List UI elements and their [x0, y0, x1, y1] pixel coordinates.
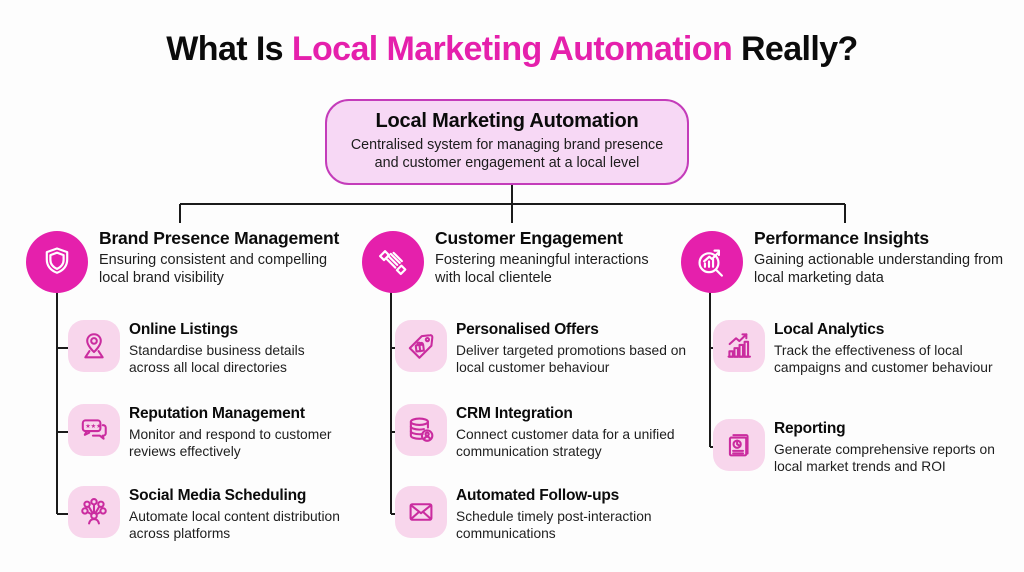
offer-gift-tag-icon — [395, 320, 447, 372]
item-desc: Deliver targeted promotions based on loc… — [456, 342, 687, 375]
review-stars-chat-icon: ★★★ — [68, 404, 120, 456]
branch-desc: Gaining actionable understanding from lo… — [754, 252, 1004, 287]
branch-title: Performance Insights — [754, 228, 929, 248]
item-text: Automated Follow-ups Schedule timely pos… — [456, 486, 688, 542]
handshake-icon — [362, 231, 424, 293]
item-text: Local Analytics Track the effectiveness … — [774, 320, 1002, 376]
item-desc: Automate local content distribution acro… — [129, 508, 340, 541]
branch-header-customer-engagement: Customer Engagement Fostering meaningful… — [362, 228, 677, 293]
item-local-analytics: Local Analytics Track the effectiveness … — [713, 320, 1002, 376]
item-text: Reporting Generate comprehensive reports… — [774, 419, 1002, 475]
item-online-listings: Online Listings Standardise business det… — [68, 320, 341, 376]
svg-text:★★★: ★★★ — [85, 423, 102, 430]
root-node-title: Local Marketing Automation — [375, 110, 639, 132]
item-reporting: Reporting Generate comprehensive reports… — [713, 419, 1002, 475]
item-text: Online Listings Standardise business det… — [129, 320, 341, 376]
root-node: Local Marketing Automation Centralised s… — [325, 99, 689, 186]
item-title: Online Listings — [129, 321, 238, 338]
growth-bar-chart-icon — [713, 320, 765, 372]
item-title: CRM Integration — [456, 405, 573, 422]
page-title-highlight: Local Marketing Automation — [291, 30, 733, 68]
page-title-suffix: Really? — [732, 30, 858, 68]
page-title-prefix: What Is — [166, 30, 292, 68]
item-text: Personalised Offers Deliver targeted pro… — [456, 320, 688, 376]
branch-desc: Fostering meaningful interactions with l… — [435, 252, 649, 287]
branch-desc: Ensuring consistent and compelling local… — [99, 252, 328, 287]
branch-header-brand-presence: Brand Presence Management Ensuring consi… — [26, 228, 356, 293]
item-title: Personalised Offers — [456, 321, 599, 338]
item-desc: Monitor and respond to customer reviews … — [129, 426, 332, 459]
branch-header-text: Performance Insights Gaining actionable … — [754, 228, 1016, 288]
page-title: What Is Local Marketing Automation Reall… — [0, 30, 1024, 69]
item-automated-follow-ups: Automated Follow-ups Schedule timely pos… — [395, 486, 688, 542]
shield-icon — [26, 231, 88, 293]
item-text: Reputation Management Monitor and respon… — [129, 404, 341, 460]
envelope-icon — [395, 486, 447, 538]
connector-root-to-branches — [179, 182, 846, 223]
branch-header-performance-insights: Performance Insights Gaining actionable … — [681, 228, 1016, 293]
branch-header-text: Brand Presence Management Ensuring consi… — [99, 228, 356, 288]
item-title: Automated Follow-ups — [456, 487, 620, 504]
crm-database-icon — [395, 404, 447, 456]
branch-title: Brand Presence Management — [99, 228, 340, 248]
branch-title: Customer Engagement — [435, 228, 623, 248]
root-node-desc: Centralised system for managing brand pr… — [350, 137, 664, 172]
item-desc: Generate comprehensive reports on local … — [774, 441, 995, 474]
magnifier-chart-icon — [681, 231, 743, 293]
item-title: Reporting — [774, 420, 846, 437]
item-text: Social Media Scheduling Automate local c… — [129, 486, 341, 542]
item-desc: Standardise business details across all … — [129, 342, 305, 375]
item-desc: Connect customer data for a unified comm… — [456, 426, 675, 459]
item-desc: Schedule timely post-interaction communi… — [456, 508, 652, 541]
location-pin-icon — [68, 320, 120, 372]
item-social-media-scheduling: Social Media Scheduling Automate local c… — [68, 486, 341, 542]
branch-header-text: Customer Engagement Fostering meaningful… — [435, 228, 677, 288]
item-crm-integration: CRM Integration Connect customer data fo… — [395, 404, 688, 460]
report-pie-document-icon — [713, 419, 765, 471]
item-reputation-management: ★★★ Reputation Management Monitor and re… — [68, 404, 341, 460]
item-personalised-offers: Personalised Offers Deliver targeted pro… — [395, 320, 688, 376]
item-title: Social Media Scheduling — [129, 487, 307, 504]
item-title: Reputation Management — [129, 405, 305, 422]
social-network-icon — [68, 486, 120, 538]
item-text: CRM Integration Connect customer data fo… — [456, 404, 688, 460]
item-desc: Track the effectiveness of local campaig… — [774, 342, 993, 375]
item-title: Local Analytics — [774, 321, 885, 338]
